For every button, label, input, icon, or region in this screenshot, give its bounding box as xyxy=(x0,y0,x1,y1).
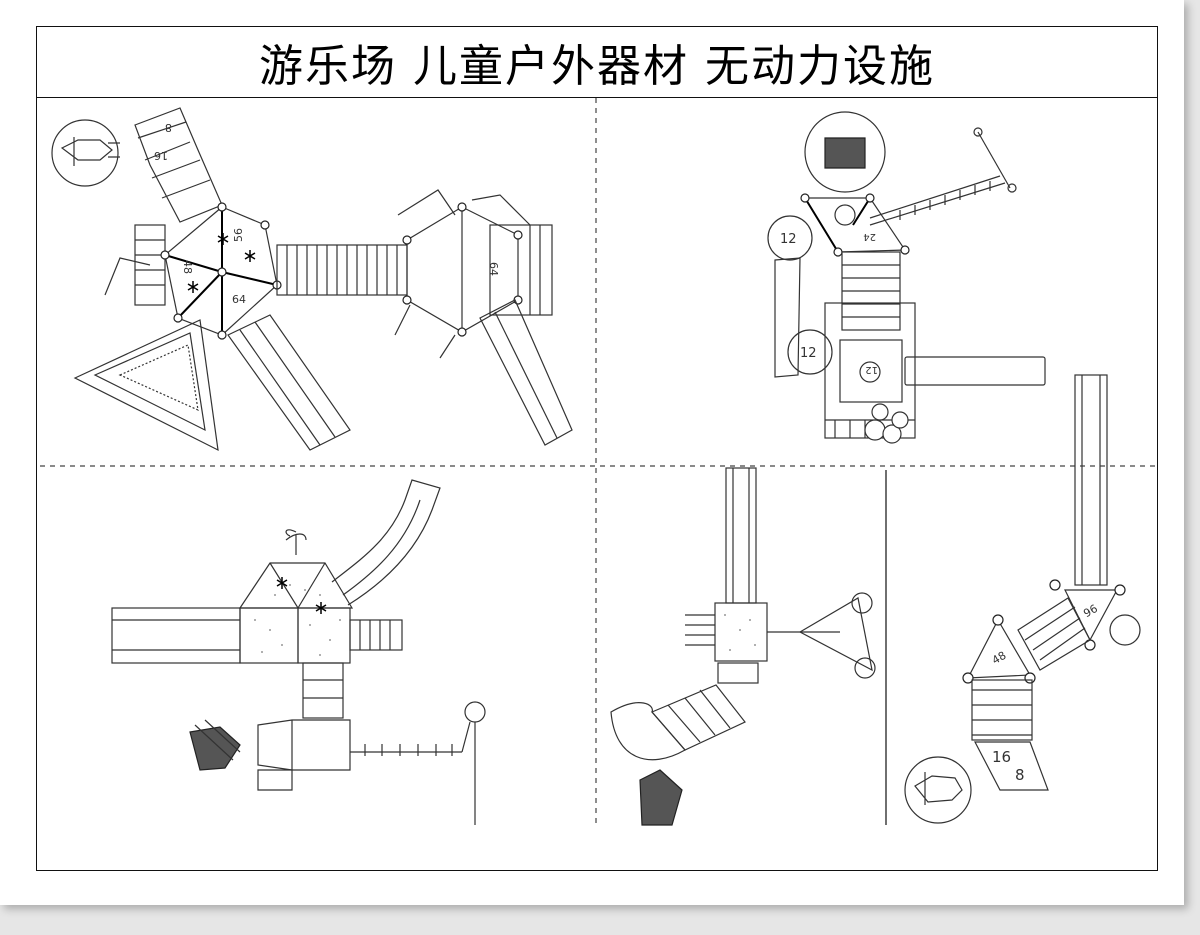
playground-plan-drawing: 8 16 48 56 64 64 xyxy=(40,98,1155,826)
p1-label-16: 16 xyxy=(154,149,168,162)
p1-label-56: 56 xyxy=(232,228,245,242)
p1-label-64b: 64 xyxy=(487,262,500,276)
side-ladder-b xyxy=(685,614,715,646)
wheelchair-figure xyxy=(189,726,241,771)
p1-label-64a: 64 xyxy=(232,293,246,306)
panel-2-structure: 12 24 12 12 xyxy=(767,111,1046,444)
left-deck xyxy=(134,224,166,306)
stair-deck xyxy=(971,679,1033,741)
left-ladder xyxy=(104,257,151,296)
tower-roof xyxy=(238,562,354,609)
p4-label-16: 16 xyxy=(992,748,1011,766)
curved-tube-slide xyxy=(331,479,441,606)
triangle-deck-bottom xyxy=(966,618,1032,679)
end-slide xyxy=(974,741,1049,791)
roof-panel-left xyxy=(397,189,456,216)
curved-platform xyxy=(610,702,686,761)
deck-b xyxy=(297,607,351,664)
panel-dividers xyxy=(40,98,1155,825)
stepping-disk-bottom xyxy=(787,329,833,375)
p4-label-8: 8 xyxy=(1015,766,1025,784)
monkey-bars xyxy=(869,175,1006,226)
p2-label-24: 24 xyxy=(863,231,876,242)
p2-label-12c: 12 xyxy=(865,364,878,375)
p4-label-96: 96 xyxy=(1081,602,1100,620)
net-triangle xyxy=(798,597,873,672)
triangle-slide xyxy=(73,319,219,452)
wheelchair-icon-filled xyxy=(804,111,886,226)
wheelchair-icon xyxy=(51,119,120,187)
tall-slide xyxy=(1074,374,1108,586)
panel-4a-structure xyxy=(610,467,876,826)
straight-slide-left xyxy=(227,314,351,451)
side-slide xyxy=(904,356,1046,386)
diagonal-bridge xyxy=(1017,597,1091,671)
p1-label-8: 8 xyxy=(165,121,172,134)
p2-label-12a: 12 xyxy=(780,232,797,247)
triangle-platform xyxy=(803,197,907,253)
p2-label-12b: 12 xyxy=(800,346,817,361)
vertical-slide xyxy=(725,467,757,604)
square-deck xyxy=(714,602,768,662)
page-title: 游乐场 儿童户外器材 无动力设施 xyxy=(37,27,1157,98)
lower-pod xyxy=(257,719,351,771)
p4-label-48: 48 xyxy=(990,649,1009,667)
panel-1-structure: 8 16 48 56 64 64 xyxy=(51,107,573,452)
panel-4b-structure: 96 48 16 8 xyxy=(904,374,1141,824)
panel-3-structure xyxy=(111,479,486,825)
deck-a xyxy=(239,607,299,664)
wheelchair-figure-b xyxy=(639,769,683,826)
side-ladder xyxy=(349,619,403,651)
wide-slide xyxy=(111,607,241,664)
side-ramp xyxy=(774,257,801,378)
drawing-sheet: 游乐场 儿童户外器材 无动力设施 xyxy=(0,0,1184,905)
wheelchair-icon-b xyxy=(904,756,972,824)
lower-passage xyxy=(302,662,344,719)
drawing-frame: 游乐场 儿童户外器材 无动力设施 xyxy=(36,26,1158,871)
straight-slide-right xyxy=(479,299,573,446)
stepping-disk-top xyxy=(767,215,813,261)
p1-label-48: 48 xyxy=(181,260,194,274)
